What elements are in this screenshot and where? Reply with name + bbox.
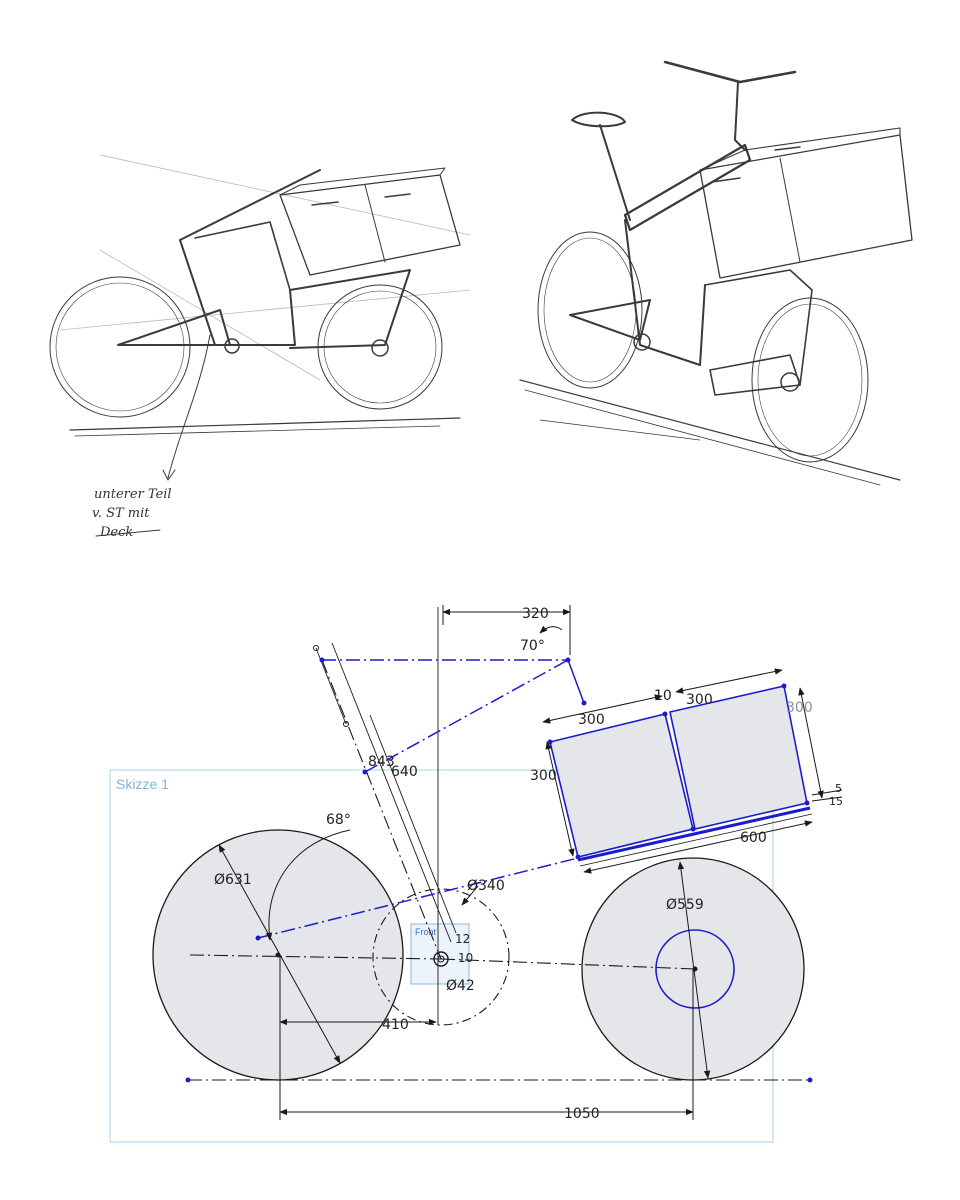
sketch-label: Skizze 1 xyxy=(116,776,169,792)
dim-410[interactable]: 410 xyxy=(382,1017,409,1033)
dim-320[interactable]: 320 xyxy=(522,606,549,622)
sketch-rear-wheel xyxy=(49,276,191,418)
sketch-rear-wheel-3d xyxy=(537,231,643,389)
dim-300-right-height[interactable]: 300 xyxy=(786,700,813,716)
front-plane xyxy=(410,923,470,985)
sketch-chainstay xyxy=(117,309,231,346)
sketch-annotation-line-2: v. ST mit xyxy=(92,506,150,521)
dim-70-deg[interactable]: 70° xyxy=(520,638,545,654)
sketch-cargo-box-3d xyxy=(699,134,913,279)
top-tube-line xyxy=(364,659,569,773)
dim-15[interactable]: 15 xyxy=(829,795,843,808)
sketch-seat-post xyxy=(599,124,631,221)
sketch-cargo-box xyxy=(279,174,461,276)
dim-10-gap[interactable]: 10 xyxy=(654,688,672,704)
dim-crank-dia[interactable]: Ø340 xyxy=(467,878,505,894)
sketch-saddle xyxy=(571,111,626,128)
dim-600[interactable]: 600 xyxy=(740,830,767,846)
cad-sketch: Skizze 1 Front xyxy=(109,605,843,1143)
sketch-annotation-line-3: Deck xyxy=(99,525,133,540)
dim-10-bb[interactable]: 10 xyxy=(458,951,473,965)
sketch-side-view: unterer Teil v. ST mit Deck xyxy=(49,154,471,540)
dim-12[interactable]: 12 xyxy=(455,932,470,946)
head-tube-line xyxy=(567,659,585,704)
dim-843[interactable]: 843 xyxy=(368,754,395,770)
dim-front-wheel-dia[interactable]: Ø559 xyxy=(666,897,704,913)
dim-300-top-right[interactable]: 300 xyxy=(686,692,713,708)
crank-circle xyxy=(372,888,510,1026)
dim-1050[interactable]: 1050 xyxy=(564,1106,600,1122)
dim-68-deg[interactable]: 68° xyxy=(326,812,351,828)
sketch-bottom-bracket xyxy=(224,338,240,354)
front-plane-label: Front xyxy=(415,927,437,937)
sketch-handlebar xyxy=(663,60,797,84)
sketch-perspective-view xyxy=(519,60,913,486)
sketch-annotation-line-1: unterer Teil xyxy=(94,487,172,502)
sketch-top-tube xyxy=(179,169,321,241)
dim-300-top-left[interactable]: 300 xyxy=(578,712,605,728)
dim-rear-wheel-dia[interactable]: Ø631 xyxy=(214,872,252,888)
dim-5[interactable]: 5 xyxy=(835,782,842,795)
dim-640[interactable]: 640 xyxy=(391,764,418,780)
sketch-front-wheel-3d xyxy=(751,297,869,463)
seat-tube-centerline xyxy=(321,659,442,960)
dim-300-left-height[interactable]: 300 xyxy=(530,768,557,784)
dim-bb-dia[interactable]: Ø42 xyxy=(446,978,475,994)
cargo-box-left xyxy=(549,713,694,858)
